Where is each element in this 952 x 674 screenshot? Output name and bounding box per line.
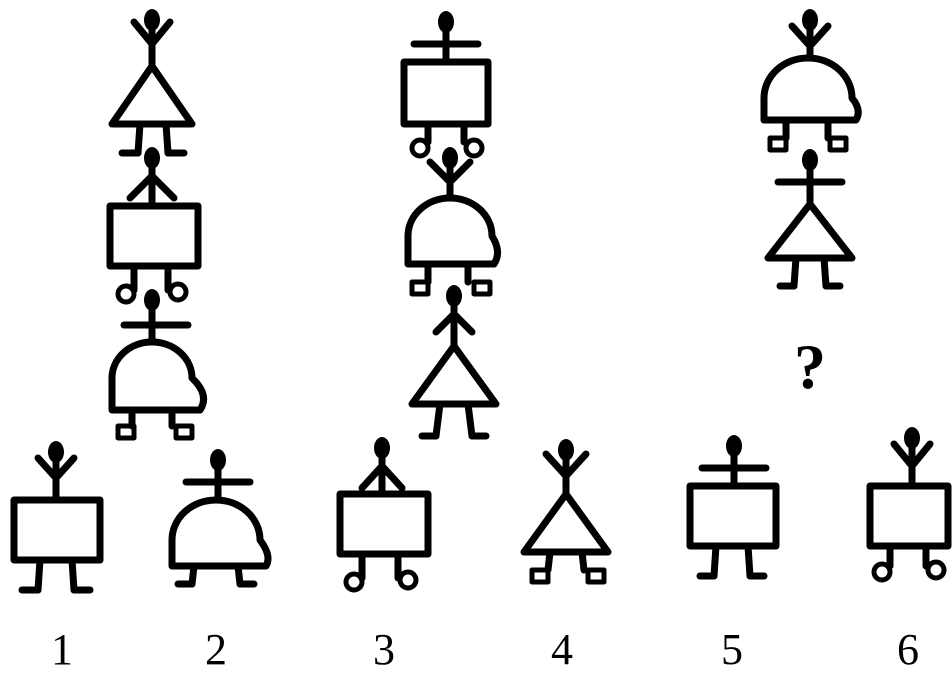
- option-1-figure[interactable]: [14, 441, 100, 590]
- sequence-column-1: [110, 9, 204, 438]
- figure-cross-arms-rectangle-curl-legs: [404, 11, 488, 156]
- figure-cross-arms-dome-square-feet: [112, 289, 204, 438]
- option-5-label[interactable]: 5: [721, 625, 743, 674]
- option-4-label[interactable]: 4: [551, 625, 573, 674]
- figure-cross-arms-triangle-straight-legs: [768, 149, 852, 286]
- option-1-label[interactable]: 1: [51, 625, 73, 674]
- option-2-figure[interactable]: [172, 449, 268, 584]
- option-5-figure[interactable]: [690, 435, 776, 576]
- option-3-figure[interactable]: [340, 437, 428, 590]
- figure-v-arms-dome-square-feet: [408, 147, 498, 294]
- option-6-label[interactable]: 6: [897, 625, 919, 674]
- sequence-column-3: ?: [764, 9, 858, 402]
- question-mark: ?: [794, 331, 826, 402]
- figure-roof-arms-triangle-straight-legs: [412, 285, 496, 436]
- figure-v-arms-triangle-straight-legs: [112, 9, 192, 153]
- figure-roof-arms-rectangle-curl-legs: [110, 147, 198, 302]
- answer-options: 1 2 3 4 5 6: [14, 427, 948, 674]
- figure-v-arms-dome-square-feet: [764, 9, 858, 150]
- option-6-figure[interactable]: [870, 427, 948, 580]
- sequence-column-2: [404, 11, 498, 436]
- option-4-figure[interactable]: [524, 439, 608, 582]
- option-2-label[interactable]: 2: [205, 625, 227, 674]
- option-3-label[interactable]: 3: [373, 625, 395, 674]
